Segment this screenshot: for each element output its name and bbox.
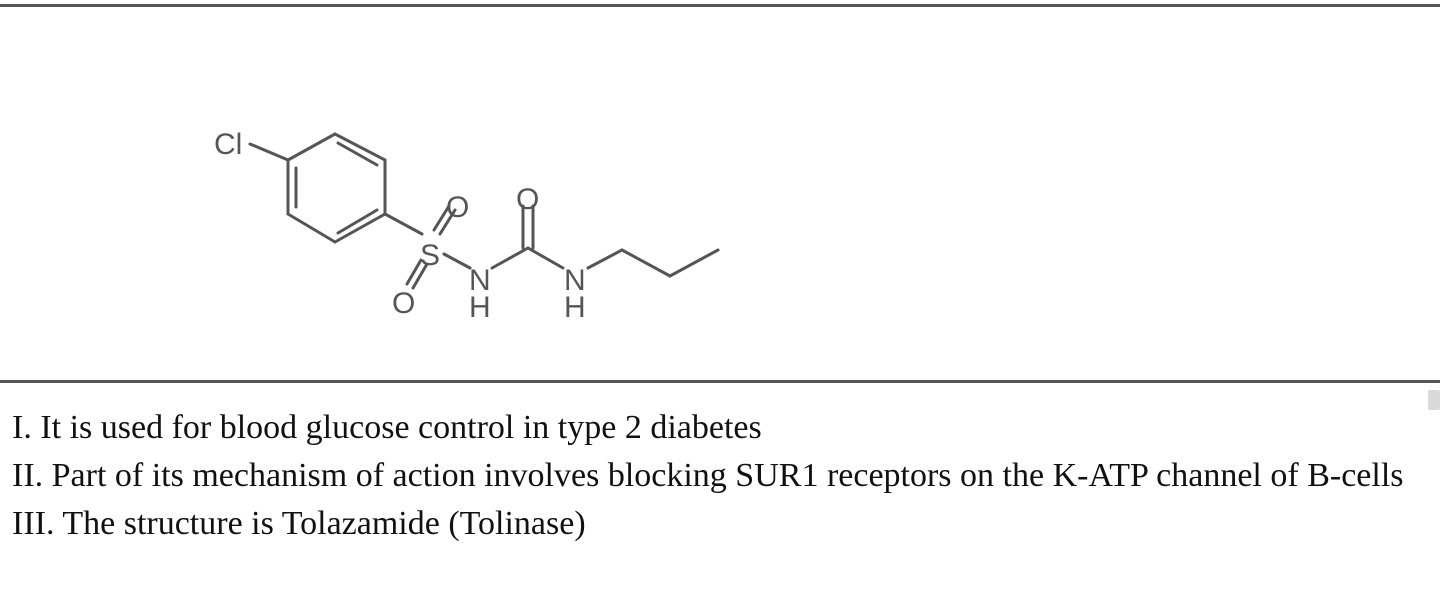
statement-list: I. It is used for blood glucose control … [12,404,1432,548]
s-n-bond [442,252,472,270]
chain-bond [620,248,672,278]
atom-s: S [420,239,440,272]
atom-cl: Cl [214,128,242,161]
ring-bond [286,212,337,244]
statement-3: III. The structure is Tolazamide (Tolina… [12,505,586,542]
atom-o-sulfonyl-top: O [446,191,469,224]
chemical-structure: Cl O S O N H O N H [214,128,720,324]
atom-h2: H [564,291,586,324]
c-n-bond [526,246,565,270]
chain-bond [586,248,624,270]
statement-2: II. Part of its mechanism of action invo… [12,457,1404,494]
top-divider [0,4,1440,7]
ring-double-bond [336,141,379,167]
atom-h1: H [469,291,491,324]
atom-n2: N [564,264,586,297]
statement-1: I. It is used for blood glucose control … [12,409,762,446]
ring-s-bond [383,212,424,236]
ring-bond [286,132,337,162]
atom-o-sulfonyl-bottom: O [392,287,415,320]
ring-bond [333,212,387,244]
cl-bond [248,142,290,162]
n-c-bond [490,246,530,270]
scroll-indicator[interactable] [1428,390,1440,410]
chain-bond [668,248,720,278]
so-double-bond [432,204,451,232]
atom-o-carbonyl: O [516,183,539,216]
atom-n1: N [469,264,491,297]
so-double-bond [438,208,457,236]
ring-double-bond [336,208,379,235]
so-double-bond [405,258,423,286]
ring-bond [333,132,387,162]
bottom-divider [0,380,1440,383]
so-double-bond [411,262,429,290]
